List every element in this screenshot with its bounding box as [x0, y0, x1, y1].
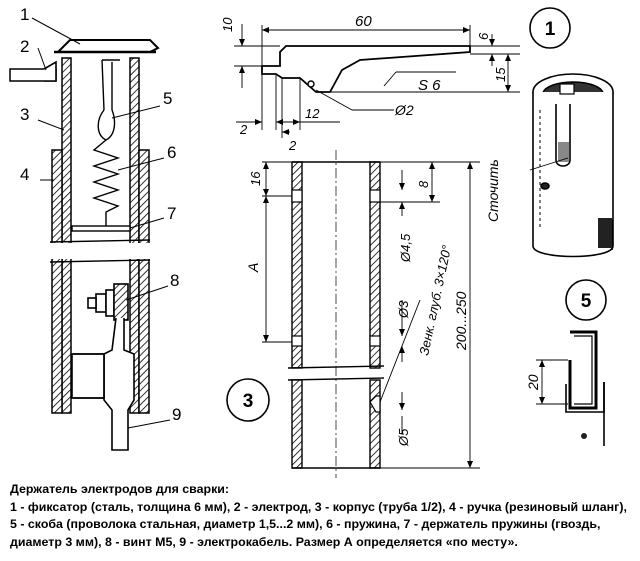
callout-9: 9 [172, 405, 181, 424]
dim-2-bottom: 2 [288, 138, 297, 153]
tube-dimensions: 16 8 Ø4,5 Зенк. глуб. 3×120° A Ø3 200...… [245, 171, 469, 447]
assembly-callouts: 1 2 3 4 5 6 7 8 9 [20, 5, 181, 424]
svg-text:5: 5 [581, 291, 592, 312]
dim-15: 15 [493, 67, 508, 82]
dim-16: 16 [248, 171, 263, 186]
fixator-dimensions: 60 10 6 15 S 6 Ø2 2 12 2 [220, 13, 508, 153]
view-5-badge: 5 [565, 279, 607, 321]
callout-2: 2 [20, 37, 29, 56]
caption-title: Держатель электродов для сварки: [10, 482, 230, 496]
fixator-detail [234, 24, 520, 138]
dim-200-250: 200...250 [453, 291, 469, 351]
dim-8: 8 [416, 180, 431, 188]
dim-d45: Ø4,5 [398, 233, 413, 263]
dim-a: A [245, 263, 261, 273]
bracket-dim-20: 20 [525, 374, 541, 391]
dim-countersink: Зенк. глуб. 3×120° [416, 244, 454, 357]
dim-60: 60 [355, 13, 372, 30]
svg-text:3: 3 [243, 391, 254, 412]
bracket-detail [536, 330, 605, 446]
dim-2-left: 2 [239, 122, 248, 137]
caption: Держатель электродов для сварки: 1 - фик… [10, 481, 632, 551]
assembly-view [9, 39, 160, 451]
dim-d5: Ø5 [396, 428, 411, 447]
dim-d3: Ø3 [396, 300, 411, 319]
dim-s6: S 6 [418, 77, 441, 94]
perspective-label: Сточить [485, 159, 501, 222]
view-3-badge: 3 [226, 378, 270, 422]
technical-drawing: 1 2 3 4 5 6 7 8 9 [9, 5, 614, 478]
callout-6: 6 [167, 143, 176, 162]
callout-3: 3 [20, 105, 29, 124]
dim-d2: Ø2 [394, 102, 414, 118]
dim-6: 6 [476, 32, 491, 40]
dim-10: 10 [220, 17, 235, 32]
caption-legend: 1 - фиксатор (сталь, толщина 6 мм), 2 - … [10, 499, 627, 549]
tube-detail [262, 150, 480, 478]
callout-4: 4 [20, 165, 29, 184]
svg-text:1: 1 [545, 19, 556, 40]
callout-7: 7 [167, 204, 176, 223]
callout-5: 5 [163, 89, 172, 108]
dim-12: 12 [305, 106, 320, 121]
view-1-badge: 1 [529, 7, 571, 49]
perspective-tube [529, 73, 614, 258]
callout-8: 8 [170, 271, 179, 290]
callout-1: 1 [20, 5, 29, 24]
